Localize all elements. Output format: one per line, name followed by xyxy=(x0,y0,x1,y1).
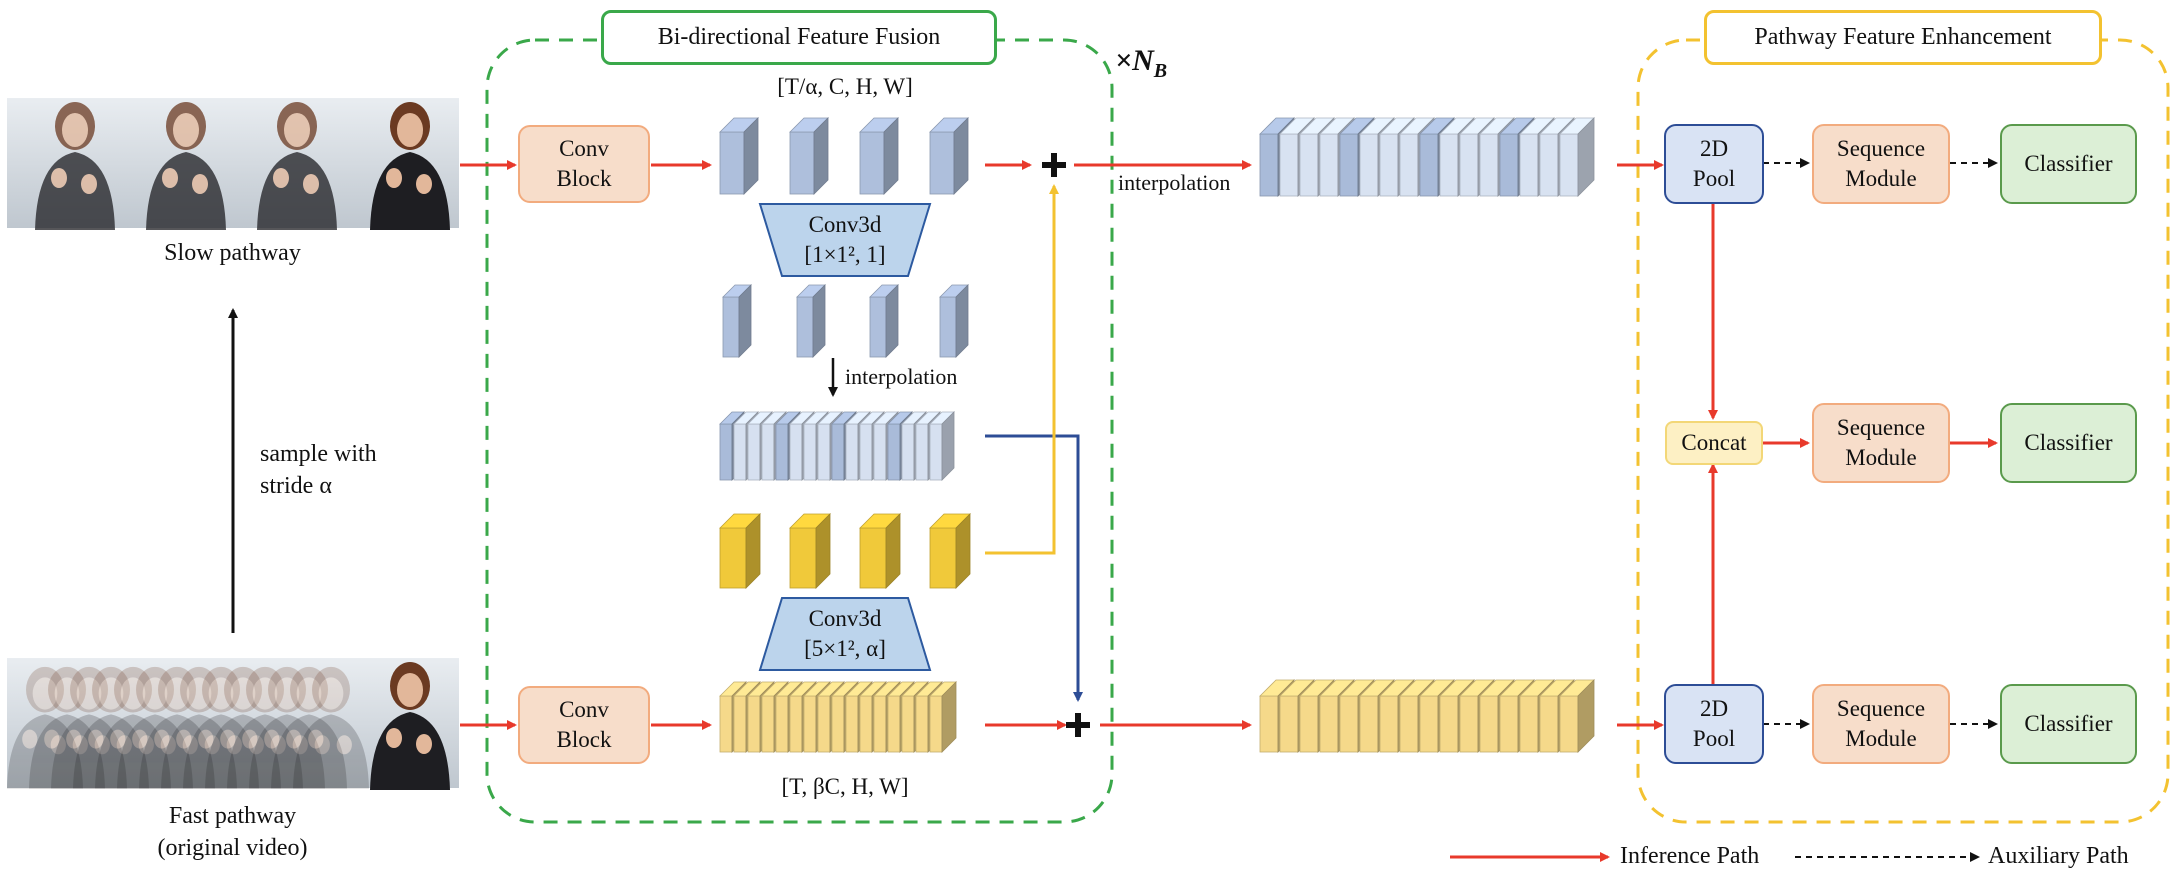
signer-figure xyxy=(139,666,215,789)
signer-figure xyxy=(227,666,303,789)
plus-bottom xyxy=(1066,713,1090,737)
legend-inference-label: Inference Path xyxy=(1620,843,1760,869)
concat-box: Concat xyxy=(1665,421,1763,465)
signer-figure xyxy=(370,662,450,790)
fusion-title: Bi-directional Feature Fusion xyxy=(601,10,997,65)
signer-figure xyxy=(183,666,259,789)
signer-figure xyxy=(7,666,83,789)
slow-video-frames xyxy=(7,98,459,230)
auxiliary-arrows xyxy=(1763,158,1998,729)
classifier-bottom: Classifier xyxy=(2000,684,2137,764)
blue-fusion-line xyxy=(985,434,1083,702)
yellow-fusion-line xyxy=(985,184,1059,555)
slow-output-cube xyxy=(1559,117,1595,197)
fast-cube xyxy=(929,681,957,753)
signer-figure xyxy=(146,102,226,230)
fast-video-frames xyxy=(7,658,459,790)
signer-figure xyxy=(249,666,325,789)
signer-figure xyxy=(370,102,450,230)
slow-reduced-cube xyxy=(796,284,826,358)
slow-cube xyxy=(859,117,899,195)
conv3d-top-label: Conv3d [1×1², 1] xyxy=(804,212,886,267)
signer-figure xyxy=(271,666,347,789)
fused-yellow-cube xyxy=(929,513,971,589)
signer-figure xyxy=(35,102,115,230)
classifier-top: Classifier xyxy=(2000,124,2137,204)
slow-cube xyxy=(929,117,969,195)
conv3d-bottom-trapezoid xyxy=(758,597,932,671)
fused-yellow-cube xyxy=(719,513,761,589)
signer-figure xyxy=(257,102,337,230)
fast-shape-label: [T, βC, H, W] xyxy=(781,774,909,799)
plus-top xyxy=(1042,153,1066,177)
conv-block-bottom: Conv Block xyxy=(518,686,650,764)
signer-figure xyxy=(29,666,105,789)
signer-figure xyxy=(51,666,127,789)
conv3d-top-trapezoid xyxy=(758,203,932,277)
sample-label: sample with stride α xyxy=(260,441,377,499)
pool-top: 2D Pool xyxy=(1664,124,1764,204)
signer-figure xyxy=(161,666,237,789)
signer-figure xyxy=(95,666,171,789)
seq-module-top: Sequence Module xyxy=(1812,124,1950,204)
slow-cube xyxy=(719,117,759,195)
fused-yellow-cube xyxy=(859,513,901,589)
fused-yellow-cube xyxy=(789,513,831,589)
seq-module-bottom: Sequence Module xyxy=(1812,684,1950,764)
signer-figure xyxy=(293,666,369,789)
slow-reduced-cube xyxy=(939,284,969,358)
signer-figure xyxy=(205,666,281,789)
slow-cube xyxy=(789,117,829,195)
slow-interp-cube xyxy=(929,411,955,481)
classifier-mid: Classifier xyxy=(2000,403,2137,483)
fast-output-cube xyxy=(1559,679,1595,753)
inner-interp-label: interpolation xyxy=(845,364,958,389)
signer-figure xyxy=(117,666,193,789)
middle-interp-label: interpolation xyxy=(1118,170,1231,195)
conv-block-top: Conv Block xyxy=(518,125,650,203)
legend-auxiliary-label: Auxiliary Path xyxy=(1988,843,2129,869)
enhance-title: Pathway Feature Enhancement xyxy=(1704,10,2102,65)
conv3d-bottom-label: Conv3d [5×1², α] xyxy=(804,606,886,661)
pool-bottom: 2D Pool xyxy=(1664,684,1764,764)
repeat-label: ×NB xyxy=(1115,44,1168,82)
slow-reduced-cube xyxy=(869,284,899,358)
signer-figure xyxy=(73,666,149,789)
fast-pathway-label: Fast pathway (original video) xyxy=(157,803,308,861)
slow-pathway-label: Slow pathway xyxy=(164,240,301,266)
inference-arrows xyxy=(460,160,1998,730)
seq-module-mid: Sequence Module xyxy=(1812,403,1950,483)
slow-shape-label: [T/α, C, H, W] xyxy=(777,74,913,99)
slow-reduced-cube xyxy=(722,284,752,358)
